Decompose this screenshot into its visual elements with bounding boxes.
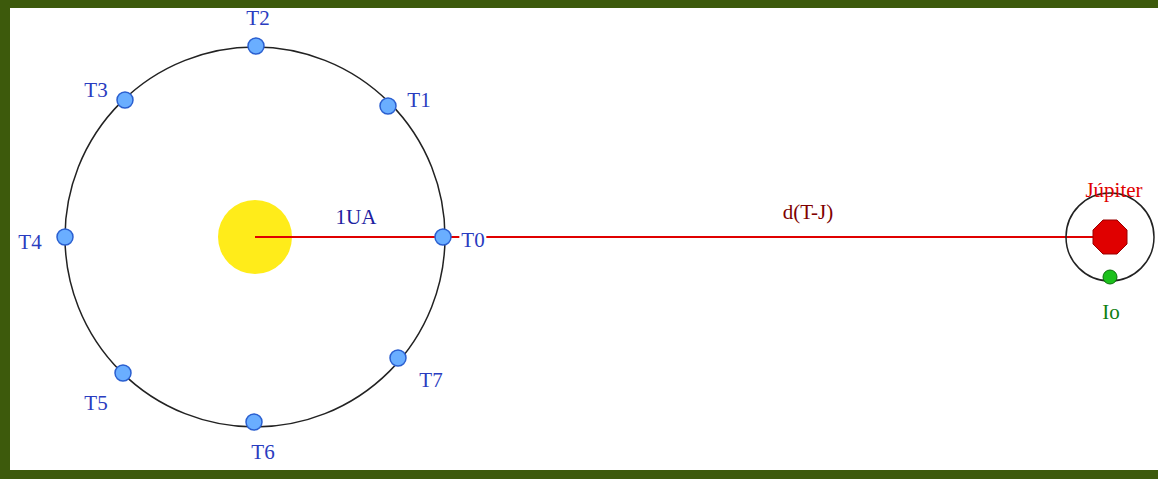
planet-label: Júpiter [1083, 179, 1144, 202]
earth-label: T5 [82, 392, 109, 415]
earth-label: T6 [249, 441, 276, 464]
earth-dot [117, 92, 133, 108]
earth-dot [248, 38, 264, 54]
moon-label: Io [1100, 301, 1122, 324]
earth-dot [390, 350, 406, 366]
jupiter [1093, 220, 1127, 254]
distance-label: d(T-J) [781, 201, 836, 224]
distance-label: 1UA [334, 206, 379, 229]
earth-dot [57, 229, 73, 245]
earth-label: T2 [244, 7, 271, 30]
earth-dot [115, 365, 131, 381]
io-orbit [1066, 193, 1154, 281]
earth-dot [246, 414, 262, 430]
io-moon [1103, 270, 1117, 284]
earth-label: T7 [417, 369, 444, 392]
white-ground [10, 8, 1158, 470]
earth-label: T3 [82, 79, 109, 102]
earth-label: T0 [459, 229, 486, 252]
earth-label: T1 [405, 89, 432, 112]
distance-line [255, 236, 1110, 238]
earth-label: T4 [16, 231, 43, 254]
earth-dot [435, 229, 451, 245]
earth-dot [380, 98, 396, 114]
